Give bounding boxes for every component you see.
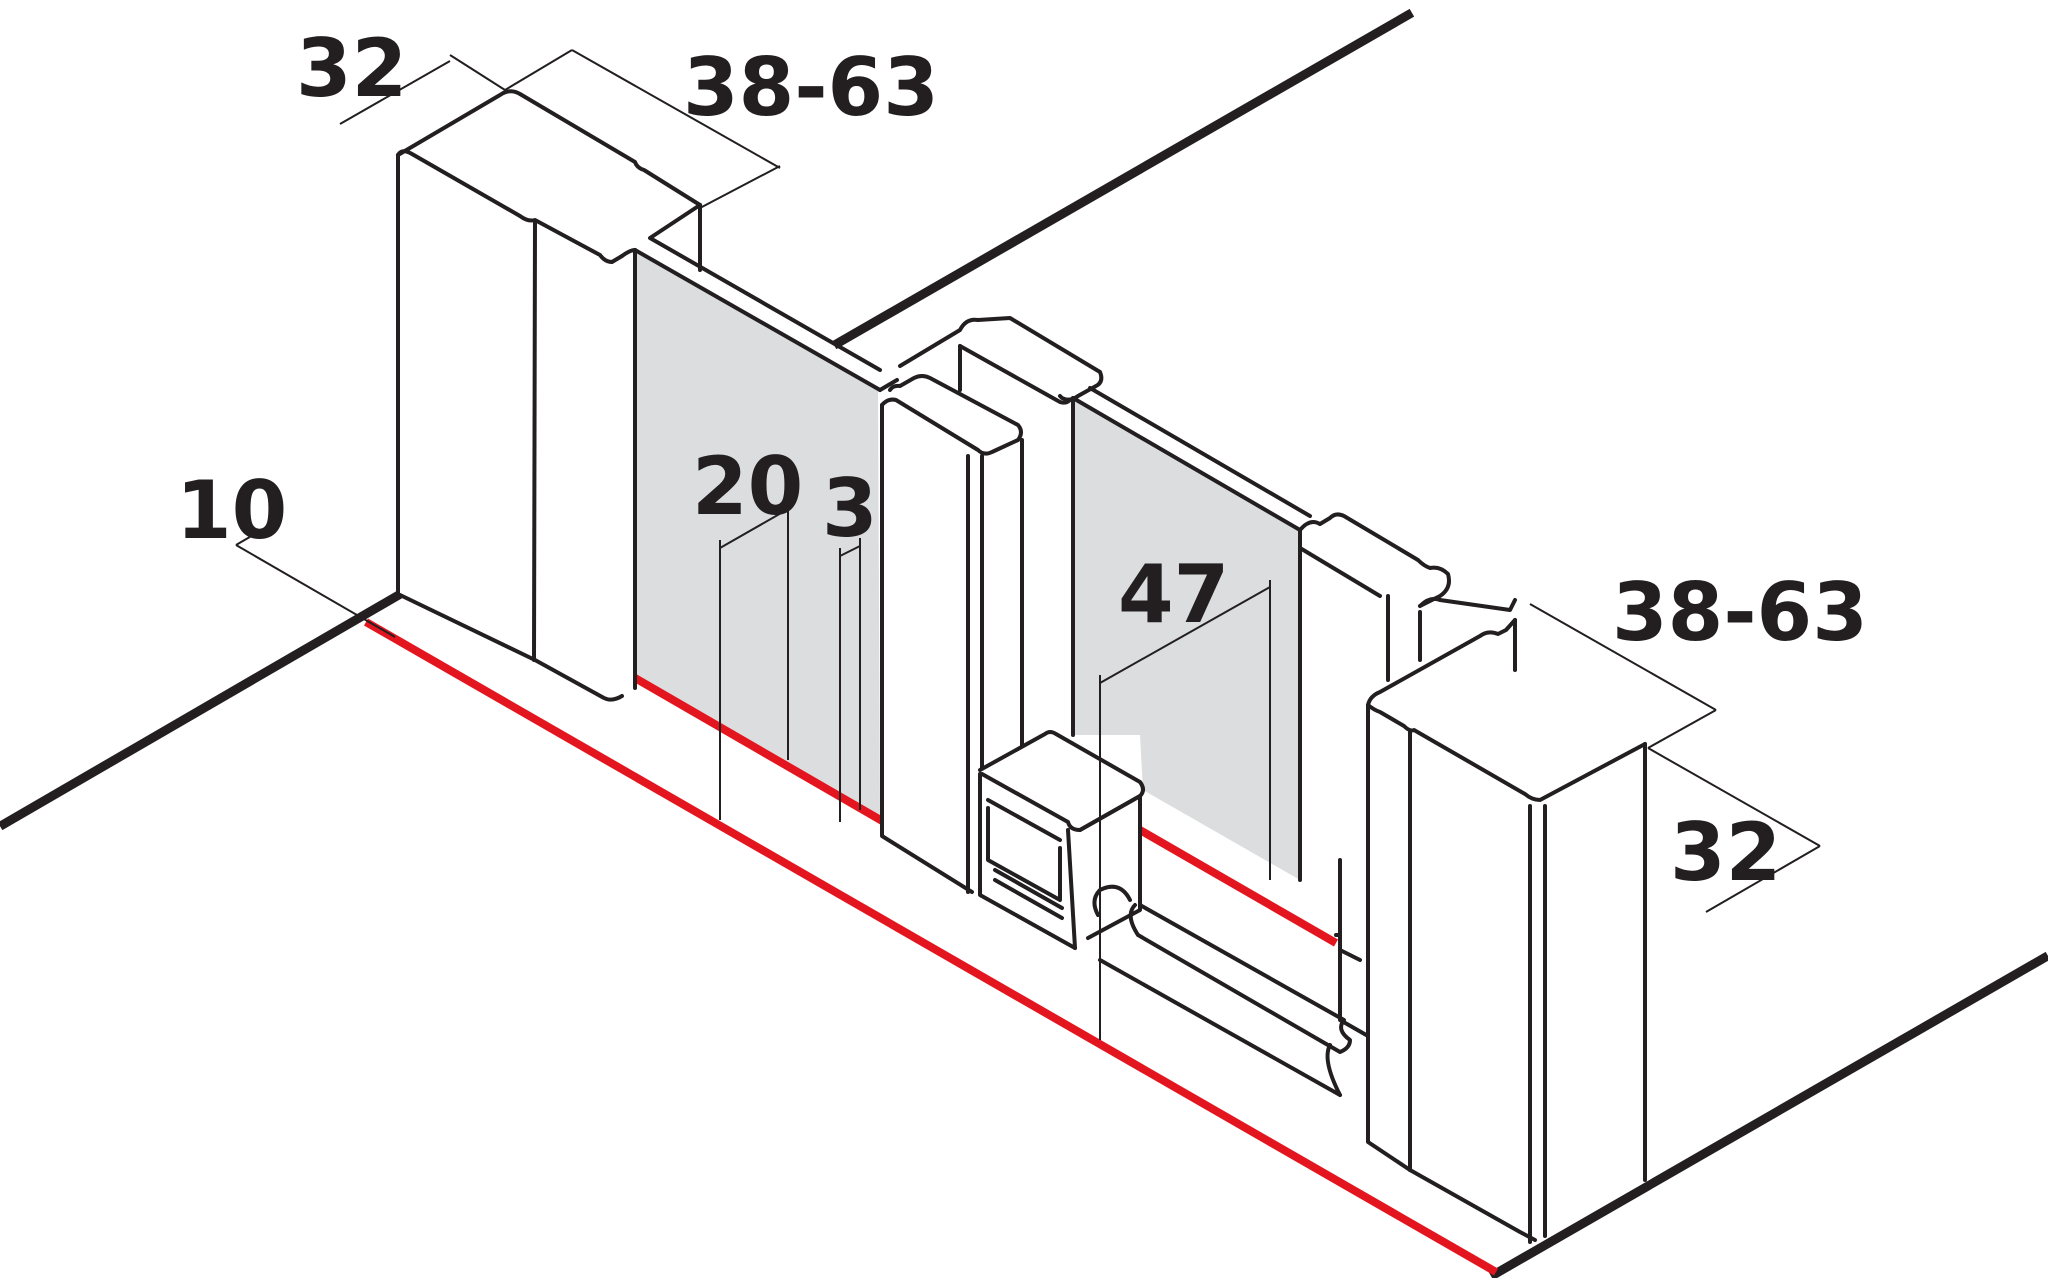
dim-32-top-line [339,60,451,125]
dim-20-line [719,507,791,549]
box-side [1078,794,1142,940]
left-profile-front-edge [396,153,537,662]
left-floor-wall-line [0,589,404,831]
door-profile-front-edge [880,403,974,894]
door-profile-join [878,378,899,392]
pipe-lower [1098,958,1342,1097]
left-wall-profile [396,89,882,702]
dim-47-line [1099,586,1271,684]
dim-3863-top-ext [504,49,573,91]
center-cap-front [958,344,1072,405]
label-10: 10 [176,464,287,557]
label-47: 47 [1118,548,1229,641]
box-front [978,772,1077,950]
right-profile-cap-back [1366,618,1517,707]
middle-top-rail [898,316,1312,882]
glass-panels [635,250,1300,880]
dim-3863-right-ext [1647,709,1717,749]
right-top-rail-upper [1088,386,1312,518]
dim-32-right-ext [1705,845,1821,913]
label-38-63-top: 38-63 [683,41,939,134]
dim-32-top-ext [449,54,506,91]
left-glass-panel [635,250,880,822]
door-profile-cap [880,374,1023,456]
dim-10-ext [235,523,273,546]
left-panel-top-edge [633,248,882,392]
floor-markings [364,618,1498,1276]
floor-red-line-left-panel [632,674,887,826]
back-wall-line [831,8,1415,350]
dimension-labels: 32 38-63 10 20 3 47 38-63 32 [176,22,1868,899]
dimension-lines [235,49,1821,1040]
left-profile-foot [533,658,624,702]
right-profile-front-edge [1366,703,1412,1172]
dim-3863-right-line [1529,603,1717,711]
right-small-profile [1338,858,1370,1038]
right-hinge [1334,933,1362,962]
box-line-2 [993,868,1064,910]
left-profile-cap-back [396,89,702,207]
dim-32-right-line [1647,747,1821,847]
right-connector [1418,596,1517,612]
right-floor-wall-line [1488,951,2048,1278]
right-panel-top-edge [1071,396,1302,532]
box-line-3 [993,878,1064,920]
pipe-end-right [1325,1043,1342,1097]
label-38-63-right: 38-63 [1612,566,1868,659]
floor-red-line-right-panel [1138,826,1338,947]
pipe-upper [1128,903,1352,1054]
dim-10-line [235,544,396,638]
floor-red-line-main [364,618,1498,1276]
dim-3-line [839,545,861,557]
dim-3863-top-ext-2 [699,165,781,209]
right-glass-panel [1073,398,1300,880]
label-32-right: 32 [1670,806,1781,899]
wall-lines [0,8,2048,1278]
label-32-top: 32 [296,22,407,115]
box-top [978,730,1145,832]
dim-3863-top-line [571,49,781,169]
right-cap-lower [1298,546,1382,598]
box-window [986,806,1062,902]
right-cap-upper [1298,512,1451,608]
box-line-1 [986,798,1062,842]
left-profile-inner-edge [532,220,537,662]
right-wall-profile [1298,512,1647,1245]
label-20: 20 [692,440,803,533]
box-front-corner [1066,828,1077,950]
left-top-rail [648,203,882,372]
label-3: 3 [822,462,878,555]
